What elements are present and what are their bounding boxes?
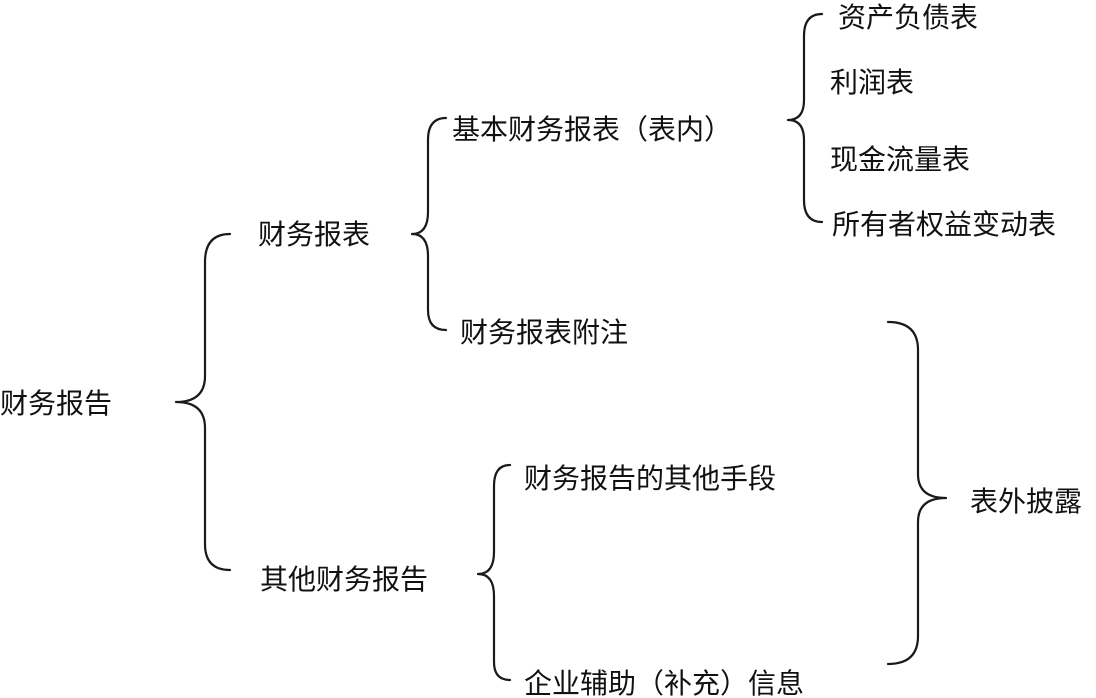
label-balance-sheet: 资产负债表 (838, 1, 978, 34)
label-off-statement-disclosure: 表外披露 (970, 485, 1082, 518)
brace-basic-statements (786, 12, 824, 224)
label-root: 财务报告 (0, 387, 112, 420)
label-other-financial-reporting: 其他财务报告 (260, 563, 428, 596)
label-income-statement: 利润表 (830, 66, 914, 99)
label-other-means: 财务报告的其他手段 (524, 462, 776, 495)
brace-off-statement (886, 320, 948, 666)
label-notes: 财务报表附注 (460, 316, 628, 349)
brace-financial-statements (410, 116, 448, 332)
label-supplementary-info: 企业辅助（补充）信息 (524, 667, 804, 698)
label-financial-statements: 财务报表 (258, 218, 370, 251)
label-equity-statement: 所有者权益变动表 (832, 208, 1056, 241)
brace-root (174, 232, 232, 572)
label-basic-statements: 基本财务报表（表内） (452, 113, 732, 146)
brace-other-reporting (476, 463, 512, 682)
label-cash-flow-statement: 现金流量表 (830, 143, 970, 176)
